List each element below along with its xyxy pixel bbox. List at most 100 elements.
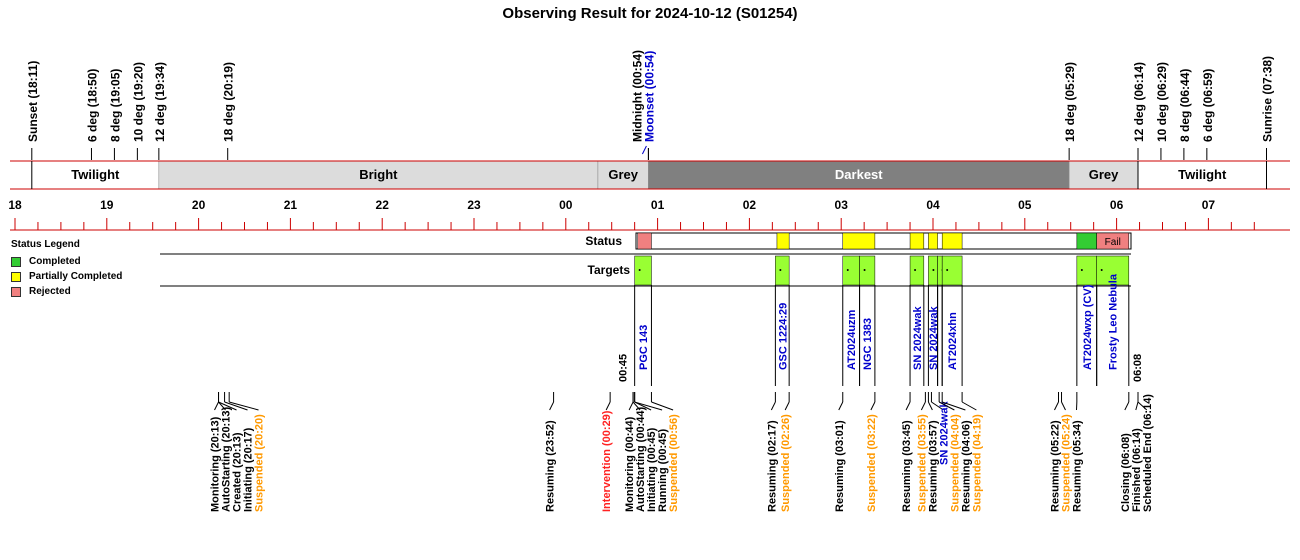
target-block <box>842 255 860 286</box>
target-marker <box>779 269 782 271</box>
moonset-slash <box>641 145 647 155</box>
log-leader <box>927 401 933 411</box>
log-leader <box>218 401 226 411</box>
target-marker <box>846 269 849 271</box>
status-block-rejected <box>637 232 652 250</box>
hour-label: 07 <box>1202 198 1216 212</box>
target-block <box>909 255 925 286</box>
status-block-partial <box>776 232 790 250</box>
band-label: Bright <box>359 167 398 182</box>
event-label: Midnight (00:54) <box>630 50 644 142</box>
log-leader <box>784 401 790 411</box>
log-leader <box>1124 401 1130 411</box>
target-name: AT2024wxp (CV) <box>1082 284 1094 370</box>
log-entry: Initiating (00:45) <box>646 427 658 512</box>
event-label: 10 deg (19:20) <box>131 62 145 142</box>
run-time-label: 06:08 <box>1132 354 1144 382</box>
log-entry: Resuming (23:52) <box>545 420 557 512</box>
log-entry: Finished (06:14) <box>1131 428 1143 512</box>
log-entry: AutoStarting (20:13) <box>221 407 233 512</box>
target-block <box>941 255 963 286</box>
hour-label: 22 <box>376 198 390 212</box>
event-markers: Sunset (18:11) 6 deg (18:50) 8 deg (19:05)… <box>26 50 1275 160</box>
log-entry: Resuming (04:06) <box>960 420 972 512</box>
event-label: 18 deg (20:19) <box>222 62 236 142</box>
log-entry: Suspended (04:19) <box>971 414 983 512</box>
hour-label: 06 <box>1110 198 1124 212</box>
band-label: Grey <box>608 167 638 182</box>
log-entry: Suspended (03:22) <box>866 414 878 512</box>
band-label: Darkest <box>835 167 883 182</box>
hour-label: 23 <box>467 198 481 212</box>
log-entry: Suspended (20:20) <box>254 414 266 512</box>
target-marker <box>863 269 866 271</box>
event-label: Sunset (18:11) <box>26 61 40 142</box>
band-bright <box>158 160 599 190</box>
log-leader <box>838 401 844 411</box>
log-leader <box>628 401 634 411</box>
status-block-partial <box>928 232 938 250</box>
targets-row-label: Targets <box>588 263 631 277</box>
log-entry: Created (20:13) <box>232 432 244 512</box>
log-entry: Intervention (00:29) <box>601 410 613 512</box>
target-marker <box>1080 269 1083 271</box>
log-entry: SN 2024wak <box>938 401 950 465</box>
log-entry: Resuming (03:01) <box>834 420 846 512</box>
log-leader <box>605 401 611 411</box>
chart-title: Observing Result for 2024-10-12 (S01254) <box>502 5 798 22</box>
target-marker <box>932 269 935 271</box>
log-entry: Resuming (03:57) <box>927 420 939 512</box>
hour-label: 20 <box>192 198 206 212</box>
target-name: NGC 1383 <box>862 318 874 370</box>
target-block <box>859 255 876 286</box>
log-entry: Resuming (02:17) <box>766 420 778 512</box>
log-leader <box>632 401 641 411</box>
hour-label: 18 <box>8 198 22 212</box>
completed-swatch <box>11 256 21 267</box>
log-leader <box>931 401 944 411</box>
target-name: SN 2024wak <box>928 306 940 370</box>
event-label: 6 deg (18:50) <box>85 69 99 142</box>
log-leader <box>549 401 555 411</box>
log-leader <box>961 401 977 411</box>
log-leader <box>938 401 955 411</box>
status-block-partial <box>842 232 876 250</box>
log-entry: Closing (06:08) <box>1120 433 1132 512</box>
status-track <box>635 232 1132 250</box>
target-marker <box>1100 269 1103 271</box>
hour-label: 00 <box>559 198 573 212</box>
band-label: Twilight <box>71 167 120 182</box>
log-entry: Monitoring (00:44) <box>624 416 636 512</box>
target-marker <box>638 269 641 271</box>
band-twilight <box>31 160 160 190</box>
log-leader <box>214 401 219 411</box>
event-label: 8 deg (19:05) <box>108 69 122 142</box>
hour-label: 02 <box>743 198 757 212</box>
band-label: Grey <box>1089 167 1119 182</box>
log-leader <box>770 401 776 411</box>
log-leader <box>905 401 911 411</box>
legend-item-completed: Completed <box>11 254 161 269</box>
hour-label: 21 <box>284 198 298 212</box>
event-label: Sunrise (07:38) <box>1261 56 1275 142</box>
status-row-label: Status <box>585 234 622 248</box>
legend-label: Partially Completed <box>29 271 123 282</box>
event-label: Moonset (00:54) <box>642 51 656 142</box>
event-label: 18 deg (05:29) <box>1063 62 1077 142</box>
event-label: 12 deg (19:34) <box>153 62 167 142</box>
partial-swatch <box>11 271 21 282</box>
target-name: AT2024uzm <box>846 309 858 370</box>
event-log: Monitoring (20:13)AutoStarting (20:13)Cr… <box>210 392 1154 512</box>
hour-label: 05 <box>1018 198 1032 212</box>
log-leader <box>870 401 876 411</box>
log-leader <box>634 401 663 411</box>
log-leader <box>1054 401 1059 411</box>
status-block-rejected <box>1096 232 1130 250</box>
log-leader <box>229 401 259 411</box>
hour-label: 01 <box>651 198 665 212</box>
status-block-partial <box>941 232 963 250</box>
